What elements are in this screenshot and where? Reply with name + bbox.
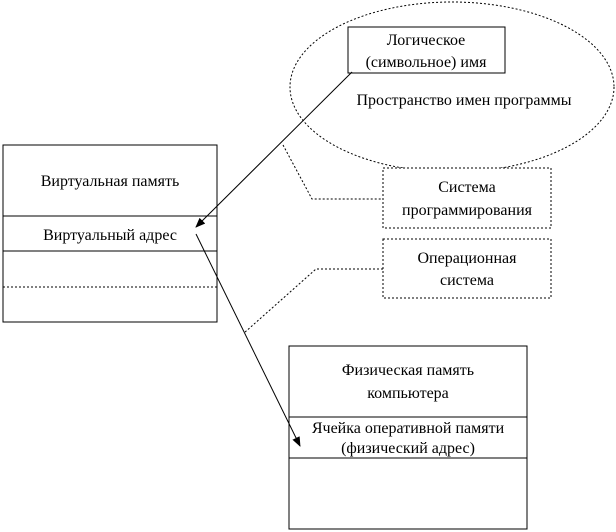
logical-name-line1: Логическое bbox=[387, 32, 465, 49]
programming-system-line1: Система bbox=[438, 179, 496, 196]
program-namespace-ellipse bbox=[289, 1, 615, 173]
memory-cell-line1: Ячейка оперативной памяти bbox=[312, 420, 505, 437]
operating-system-box: Операционная система bbox=[382, 238, 552, 299]
physical-memory-box: Физическая память компьютера Ячейка опер… bbox=[288, 345, 528, 530]
logical-name-line2: (символьное) имя bbox=[366, 54, 488, 71]
physical-memory-title-line2: компьютера bbox=[367, 385, 449, 402]
programming-system-connector bbox=[282, 144, 383, 200]
operating-system-connector bbox=[243, 268, 383, 334]
operating-system-line1: Операционная bbox=[417, 250, 517, 267]
physical-memory-title-line1: Физическая память bbox=[342, 362, 474, 379]
namespace-label: Пространство имен программы bbox=[356, 92, 571, 109]
operating-system-line2: система bbox=[440, 272, 494, 289]
logical-name-box: Логическое (символьное) имя bbox=[347, 26, 506, 74]
programming-system-box: Система программирования bbox=[382, 167, 552, 229]
virtual-address-label: Виртуальный адрес bbox=[43, 227, 177, 244]
virtual-memory-title: Виртуальная память bbox=[41, 173, 180, 190]
virtual-memory-box: Виртуальная память Виртуальный адрес bbox=[2, 144, 218, 323]
memory-cell-line2: (физический адрес) bbox=[341, 440, 475, 457]
virtual-to-physical-address-arrow bbox=[195, 233, 301, 447]
programming-system-line2: программирования bbox=[402, 202, 533, 219]
name-to-virtual-address-arrow bbox=[195, 71, 353, 228]
